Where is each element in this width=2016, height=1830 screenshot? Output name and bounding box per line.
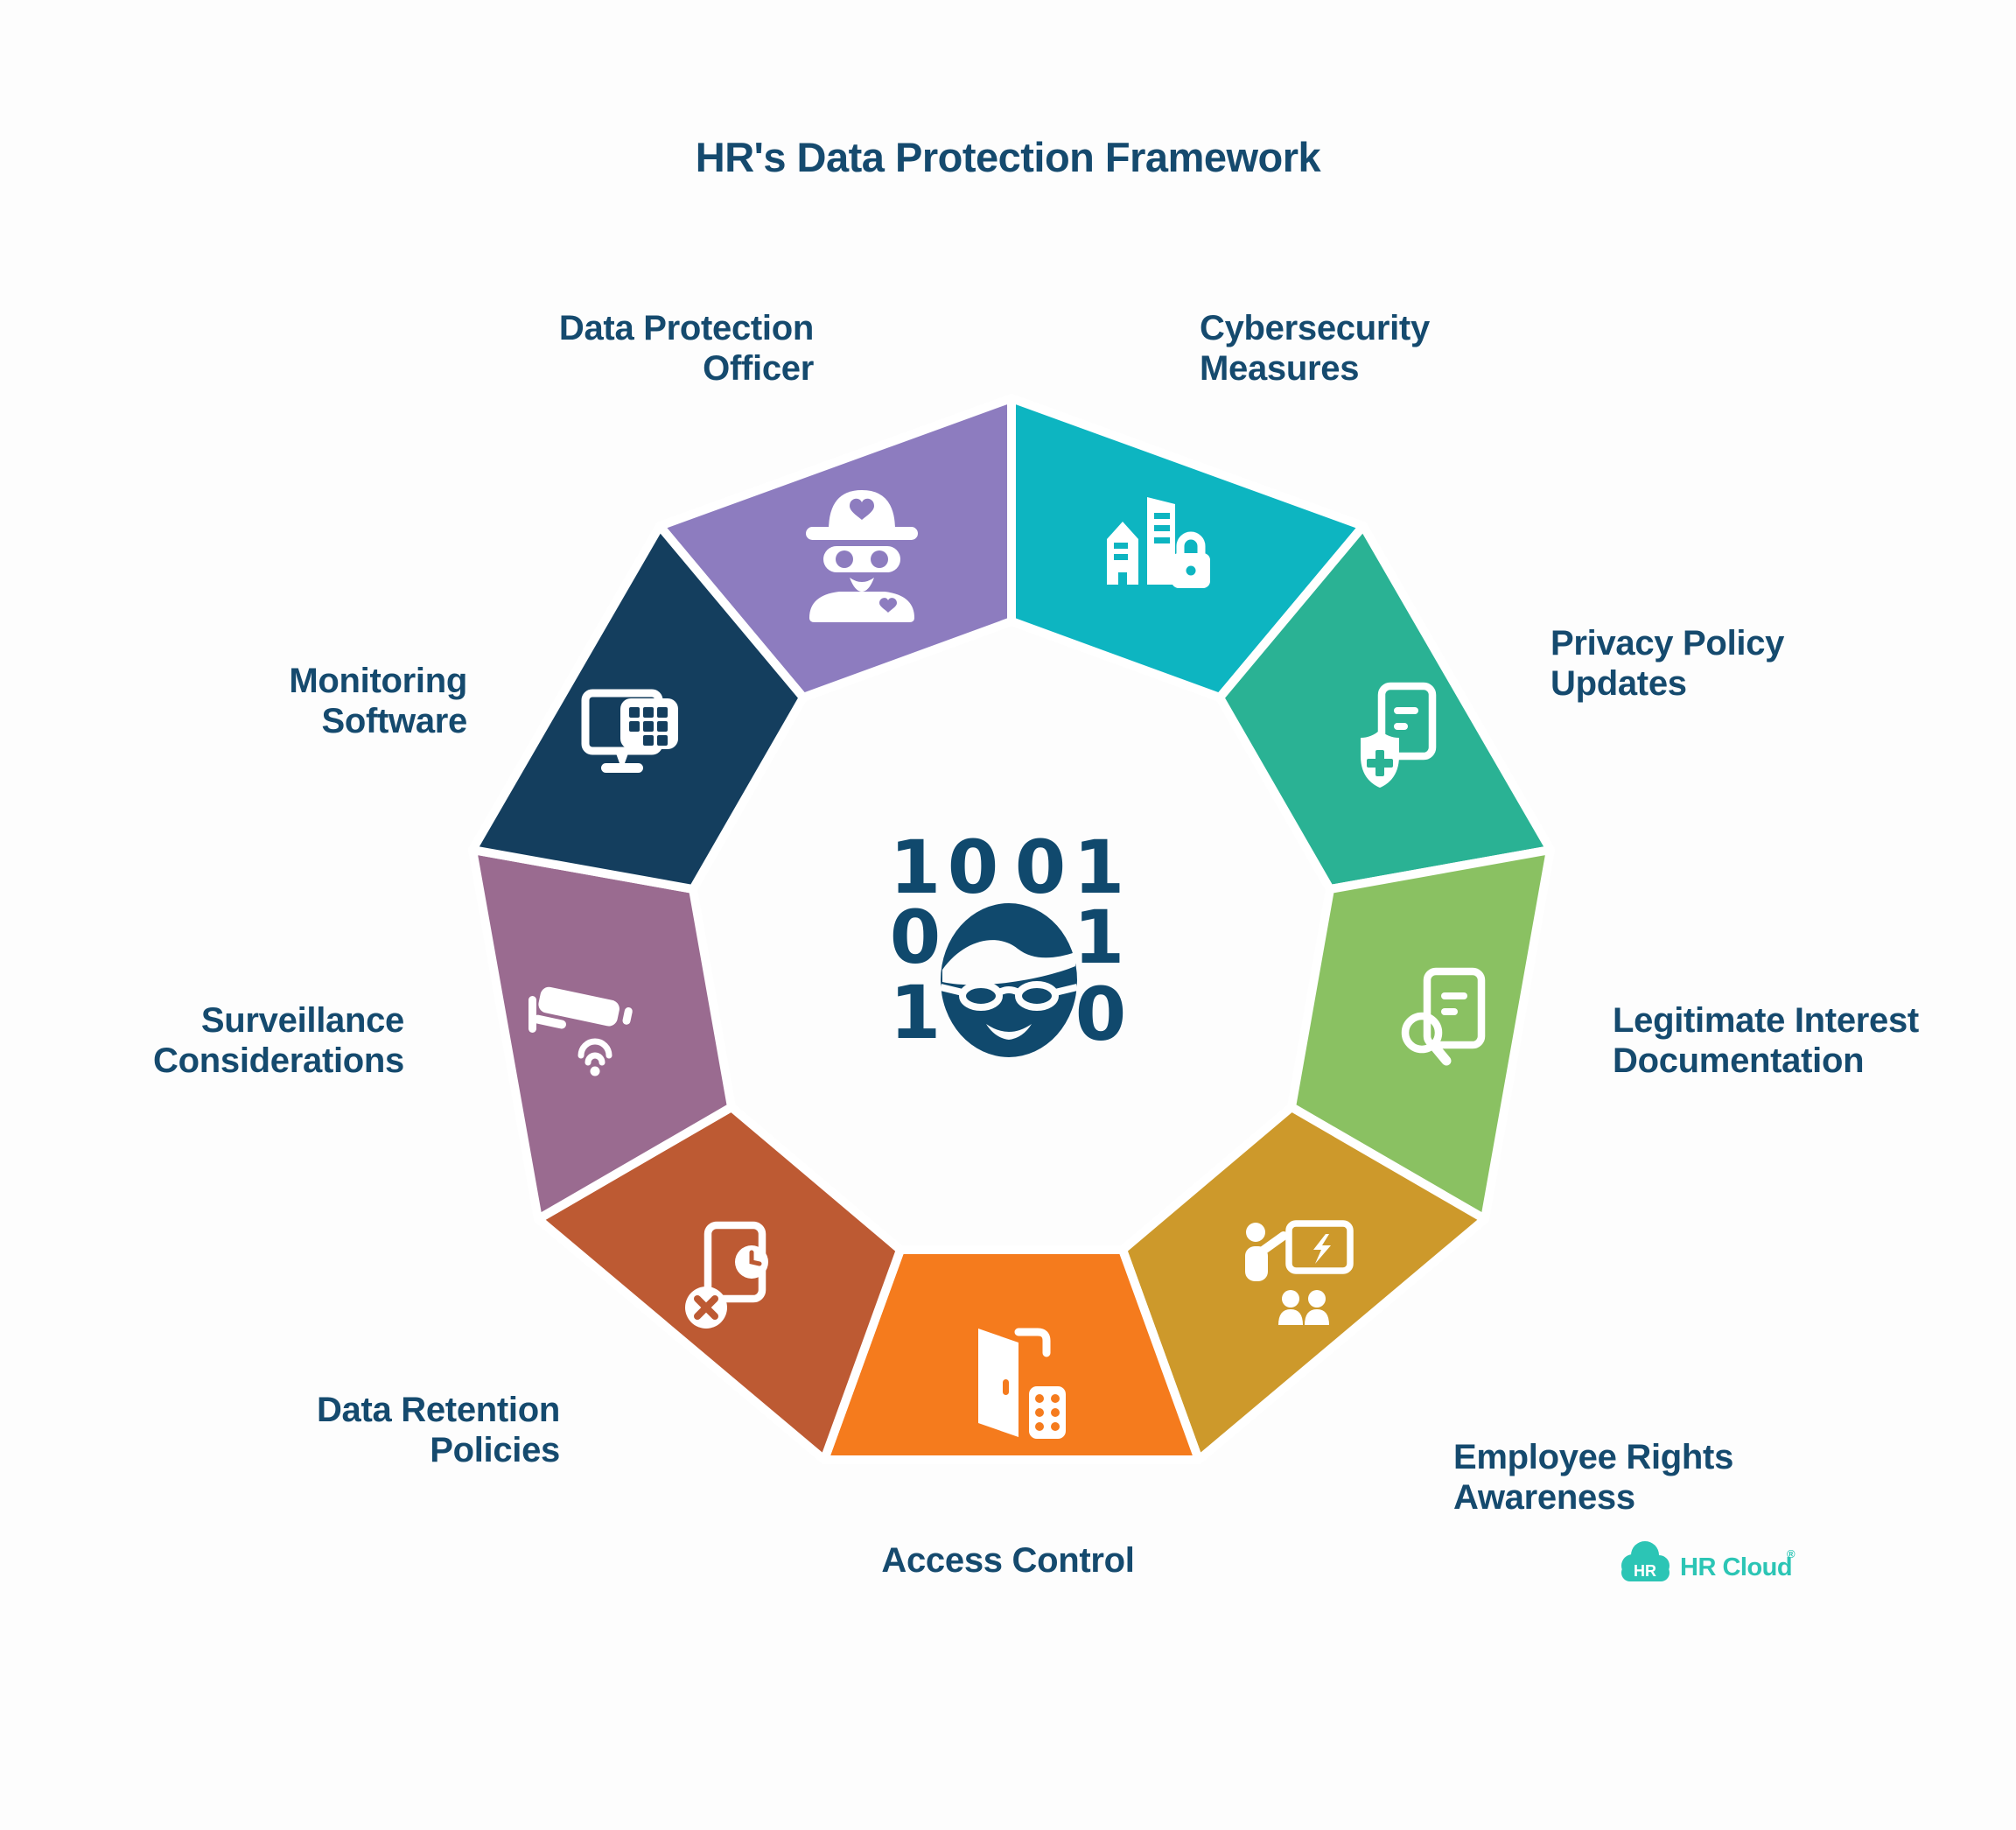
segment-access-control: [820, 1245, 1203, 1464]
label-privacy-policy-updates: Privacy Policy Updates: [1550, 624, 1785, 703]
anonymous-user-binary-icon: 1 0 0 1 0 1 1 0: [890, 824, 1126, 1057]
binary-digit: 0: [1015, 824, 1066, 910]
label-employee-rights-awareness: Employee Rights Awareness: [1453, 1438, 1734, 1517]
label-data-protection-officer: Data Protection Officer: [558, 309, 814, 388]
registered-mark: ®: [1787, 1547, 1796, 1560]
label-monitoring-software: Monitoring Software: [289, 662, 467, 740]
segment-employee-rights-awareness: [1118, 1103, 1489, 1464]
hr-cloud-logo: HR HR Cloud ®: [1621, 1541, 1796, 1581]
buildings-padlock-icon: [1107, 497, 1210, 588]
binary-digit: 1: [1074, 894, 1124, 980]
document-clock-delete-icon: [685, 1221, 768, 1329]
page-title: HR's Data Protection Framework: [695, 134, 1321, 180]
binary-digit: 1: [890, 970, 941, 1055]
door-keypad-icon: [978, 1328, 1066, 1439]
binary-digit: 1: [1074, 824, 1124, 910]
training-presentation-icon: [1245, 1220, 1354, 1325]
segment-monitoring-software: [468, 522, 808, 894]
hr-cloud-wordmark: HR Cloud: [1680, 1553, 1792, 1581]
shield-document-icon: [1361, 682, 1437, 788]
binary-digit: 0: [1075, 971, 1126, 1057]
label-access-control: Access Control: [881, 1541, 1135, 1580]
cctv-camera-icon: [528, 986, 633, 1076]
hr-cloud-cloud-icon: [1621, 1541, 1670, 1581]
binary-digit: 0: [948, 824, 998, 910]
label-cybersecurity-measures: Cybersecurity Measures: [1200, 309, 1430, 388]
label-surveillance-considerations: Surveillance Considerations: [153, 1001, 404, 1080]
spy-detective-icon: [806, 490, 918, 622]
binary-digit: 1: [890, 824, 941, 910]
monitor-apps-icon: [581, 689, 678, 773]
label-data-retention-policies: Data Retention Policies: [316, 1391, 560, 1469]
binary-digit: 0: [890, 894, 941, 980]
label-legitimate-interest-documentation: Legitimate Interest Documentation: [1613, 1001, 1919, 1080]
hr-cloud-badge: HR: [1634, 1562, 1656, 1580]
document-search-icon: [1401, 967, 1486, 1066]
